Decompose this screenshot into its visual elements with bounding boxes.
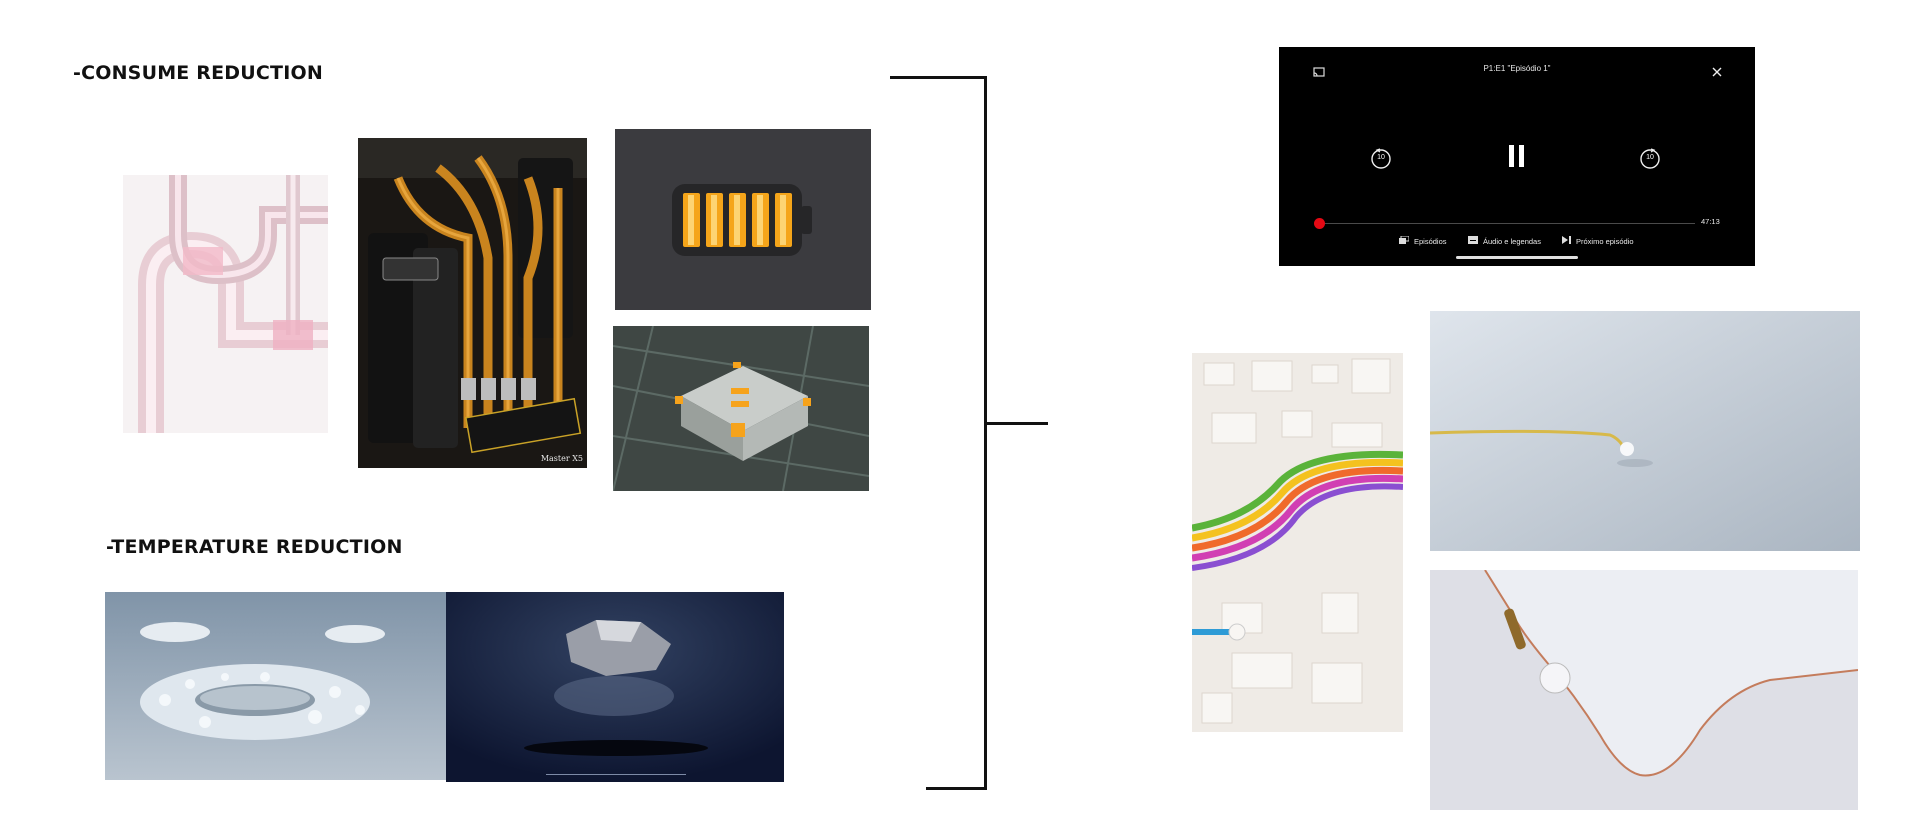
close-icon[interactable] [1712, 64, 1722, 82]
bracket-top-line [890, 76, 987, 79]
episodes-button[interactable]: Episódios [1399, 235, 1447, 246]
episodes-icon [1399, 235, 1410, 246]
progress-knob[interactable] [1314, 218, 1325, 229]
glass-tubes-photo [123, 175, 328, 433]
next-episode-icon [1562, 236, 1571, 246]
pause-icon[interactable] [1508, 144, 1526, 173]
case-mod-cooling-photo: Master X5 [358, 138, 587, 468]
yellow-cable-photo [1430, 311, 1860, 551]
bracket-bottom-line [926, 787, 987, 790]
home-indicator [1456, 256, 1578, 259]
episode-title: P1:E1 "Episódio 1" [1483, 64, 1551, 73]
audio-subtitles-label: Áudio e legendas [1483, 236, 1541, 246]
forward-seconds: 10 [1646, 154, 1654, 161]
audio-subtitles-button[interactable]: Áudio e legendas [1468, 236, 1541, 246]
forward-10-icon[interactable]: 10 [1638, 146, 1662, 170]
cast-icon[interactable] [1313, 64, 1325, 82]
episodes-label: Episódios [1414, 236, 1447, 246]
case-caption: Master X5 [540, 454, 583, 463]
rewind-10-icon[interactable]: 10 [1369, 146, 1393, 170]
next-episode-label: Próximo episódio [1576, 236, 1634, 246]
rewind-seconds: 10 [1377, 154, 1385, 161]
subtitles-icon [1468, 236, 1478, 246]
curved-tablet-photo [1430, 570, 1858, 810]
time-remaining: 47:13 [1701, 217, 1720, 226]
frost-crystals-photo [105, 592, 446, 780]
progress-track[interactable] [1320, 223, 1695, 224]
bracket-center-line [984, 422, 1048, 425]
clay-city-ribbons-photo [1192, 353, 1403, 732]
consume-reduction-heading: -CONSUME REDUCTION [73, 62, 323, 84]
cpu-chip-photo [613, 326, 869, 491]
floating-rock-photo [446, 592, 784, 782]
battery-glow-photo [615, 129, 871, 310]
bracket-vertical-line [984, 76, 987, 790]
temperature-reduction-heading: -TEMPERATURE REDUCTION [106, 536, 403, 558]
next-episode-button[interactable]: Próximo episódio [1562, 236, 1634, 246]
video-player[interactable]: P1:E1 "Episódio 1" 10 10 47:13 Episódios… [1279, 47, 1755, 266]
